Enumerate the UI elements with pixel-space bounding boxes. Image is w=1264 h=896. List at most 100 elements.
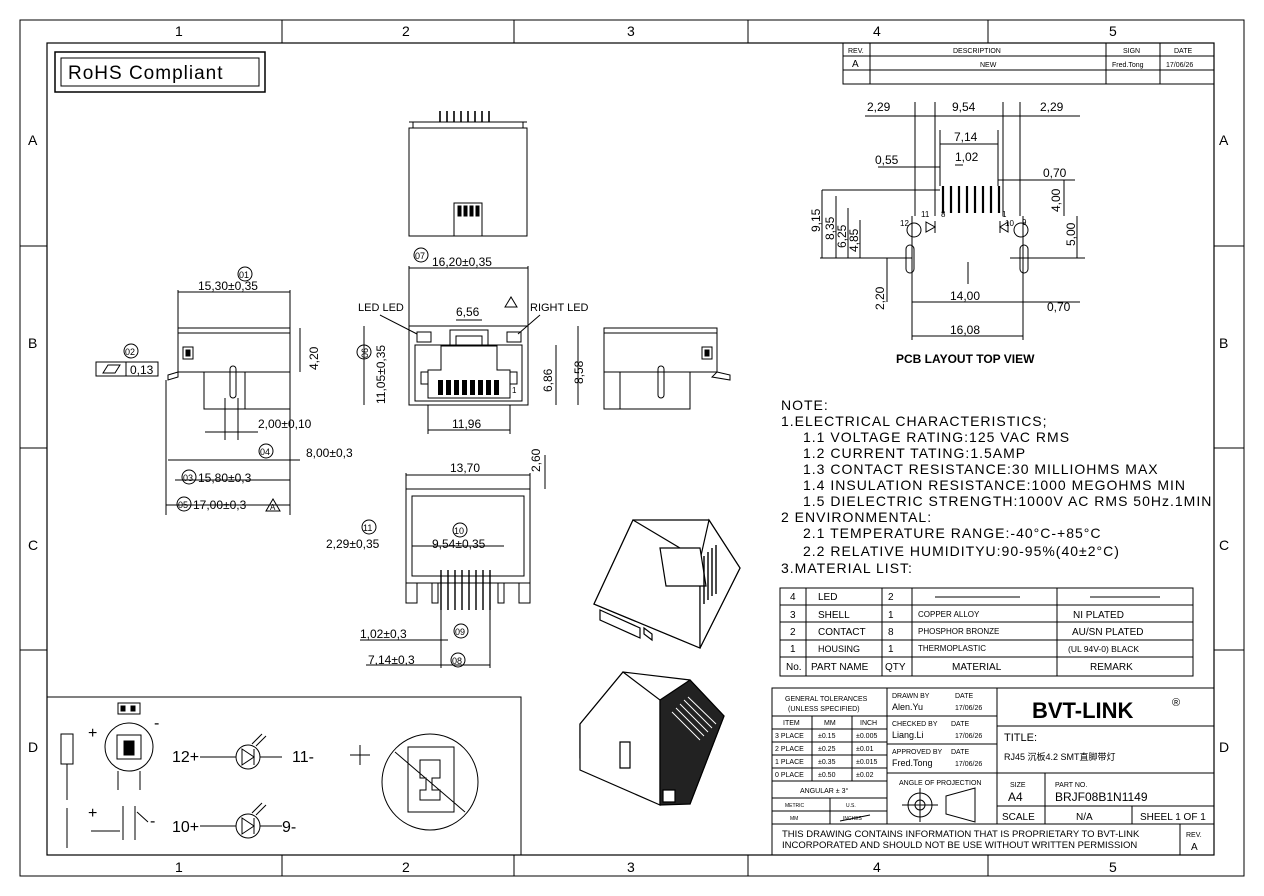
mat-row-4-material: THERMOPLASTIC bbox=[918, 644, 986, 653]
dim-15-30: 15,30±0,35 bbox=[198, 279, 258, 293]
unless-specified: (UNLESS SPECIFIED) bbox=[788, 706, 860, 713]
mat-header-qty: QTY bbox=[885, 662, 906, 673]
description-header: DESCRIPTION bbox=[953, 48, 1001, 55]
led-minus-bottom: - bbox=[150, 813, 155, 830]
mat-row-2-remark: NI PLATED bbox=[1073, 610, 1124, 621]
us-label: U.S. bbox=[846, 803, 856, 809]
drawn-date: 17/06/26 bbox=[955, 705, 982, 712]
mat-row-4-name: HOUSING bbox=[818, 644, 860, 654]
mat-row-2-qty: 1 bbox=[888, 610, 894, 621]
mat-row-3-material: PHOSPHOR BRONZE bbox=[918, 627, 999, 636]
material-table: 4 LED 2 3 SHELL 1 COPPER ALLOY NI PLATED… bbox=[779, 587, 1194, 677]
tol-row-4-item: 0 PLACE bbox=[775, 772, 804, 779]
dim-15-80: 15,80±0,3 bbox=[198, 471, 252, 485]
side-view-right bbox=[603, 327, 731, 410]
approved-date: 17/06/26 bbox=[955, 761, 982, 768]
pcb-pin-1: 1 bbox=[1002, 210, 1007, 219]
tol-row-1-mm: ±0.15 bbox=[818, 733, 836, 740]
note-line-1: 1.ELECTRICAL CHARACTERISTICS; bbox=[781, 413, 1048, 429]
scale-label: SCALE bbox=[1002, 812, 1035, 823]
dim-8-58: 8,58 bbox=[572, 360, 586, 384]
mat-row-3-qty: 8 bbox=[888, 627, 894, 638]
note-line-6: 1.5 DIELECTRIC STRENGTH:1000V AC RMS 50H… bbox=[803, 493, 1212, 509]
checked-by-name: Liang.Li bbox=[892, 730, 924, 740]
dim-11-05: 11,05±0,35 bbox=[374, 345, 388, 404]
registered-mark: ® bbox=[1172, 697, 1180, 709]
led-symbols-panel bbox=[46, 696, 522, 856]
pcb-pin-10: 10 bbox=[1005, 219, 1014, 228]
mat-row-2-name: SHELL bbox=[818, 610, 850, 621]
pcb-dim-7-14: 7,14 bbox=[954, 130, 978, 144]
zone-row-b-right: B bbox=[1219, 335, 1228, 351]
mat-row-1-no: 4 bbox=[790, 592, 796, 603]
mat-header-remark: REMARK bbox=[1090, 662, 1133, 673]
pcb-dim-9-15: 9,15 bbox=[809, 208, 823, 232]
mat-header-no: No. bbox=[786, 662, 802, 673]
tol-row-2-item: 2 PLACE bbox=[775, 746, 804, 753]
pcb-dim-0-70-bottom: 0,70 bbox=[1047, 300, 1071, 314]
pcb-pin-12: 12 bbox=[900, 219, 909, 228]
callout-05: 05 bbox=[178, 500, 188, 510]
title-block bbox=[771, 687, 1215, 856]
description-value: NEW bbox=[980, 62, 997, 69]
part-no-value: BRJF08B1N1149 bbox=[1055, 790, 1148, 804]
note-line-5: 1.4 INSULATION RESISTANCE:1000 MEGOHMS M… bbox=[803, 477, 1186, 493]
pcb-pin-11: 11 bbox=[921, 210, 930, 219]
dim-6-86: 6,86 bbox=[541, 368, 555, 392]
tol-header-mm: MM bbox=[824, 720, 836, 727]
scale-value: N/A bbox=[1076, 812, 1093, 823]
revision-table: REV. DESCRIPTION SIGN DATE A NEW Fred.To… bbox=[842, 42, 1215, 85]
part-no-label: PART NO. bbox=[1055, 782, 1087, 789]
zone-row-a-left: A bbox=[28, 132, 38, 148]
drawn-date-label: DATE bbox=[955, 693, 973, 700]
zone-col-2-bottom: 2 bbox=[402, 859, 410, 875]
drawn-by-label: DRAWN BY bbox=[892, 693, 930, 700]
zone-col-5-top: 5 bbox=[1109, 23, 1117, 39]
callout-08: 08 bbox=[452, 656, 462, 666]
sheet-value: SHEEL 1 OF 1 bbox=[1140, 812, 1206, 823]
mat-header-material: MATERIAL bbox=[952, 662, 1002, 673]
led-label-12: 12+ bbox=[172, 749, 199, 766]
zone-col-5-bottom: 5 bbox=[1109, 859, 1117, 875]
proprietary-line-2: INCORPORATED AND SHOULD NOT BE USE WITHO… bbox=[782, 840, 1137, 851]
pcb-dim-8-35: 8,35 bbox=[823, 216, 837, 240]
proprietary-line-1: THIS DRAWING CONTAINS INFORMATION THAT I… bbox=[782, 829, 1140, 840]
note-line-3: 1.2 CURRENT TATING:1.5AMP bbox=[803, 445, 1026, 461]
rohs-label: RoHS Compliant bbox=[54, 51, 266, 93]
zone-row-d-left: D bbox=[28, 739, 38, 755]
led-label-10: 10+ bbox=[172, 819, 199, 836]
sign-header: SIGN bbox=[1123, 48, 1140, 55]
callout-07: 07 bbox=[415, 251, 425, 261]
pcb-dim-2-29-right: 2,29 bbox=[1040, 100, 1064, 114]
approved-by-label: APPROVED BY bbox=[892, 749, 943, 756]
mat-row-1-name: LED bbox=[818, 592, 837, 603]
zone-row-d-right: D bbox=[1219, 739, 1229, 755]
mat-row-4-no: 1 bbox=[790, 644, 796, 655]
pcb-dim-2-20: 2,20 bbox=[873, 286, 887, 310]
notes: NOTE: 1.ELECTRICAL CHARACTERISTICS; 1.1 … bbox=[781, 397, 1212, 576]
mat-row-3-no: 2 bbox=[790, 627, 796, 638]
rev-value: A bbox=[1191, 842, 1198, 853]
led-plus-top: + bbox=[88, 725, 97, 742]
drawn-by-name: Alen.Yu bbox=[892, 702, 923, 712]
note-line-4: 1.3 CONTACT RESISTANCE:30 MILLIOHMS MAX bbox=[803, 461, 1159, 477]
led-minus-top: - bbox=[154, 715, 159, 732]
mat-row-1-qty: 2 bbox=[888, 592, 894, 603]
dim-6-56: 6,56 bbox=[456, 305, 480, 319]
note-line-9: 2.2 RELATIVE HUMIDITYU:90-95%(40±2°C) bbox=[803, 543, 1120, 559]
tol-row-3-inch: ±0.015 bbox=[856, 759, 877, 766]
rev-label: REV. bbox=[1186, 832, 1202, 839]
callout-11: 11 bbox=[363, 523, 372, 533]
title-value: RJ45 沉板4.2 SMT直脚带灯 bbox=[1004, 751, 1116, 762]
tol-row-3-item: 1 PLACE bbox=[775, 759, 804, 766]
mat-row-2-no: 3 bbox=[790, 610, 796, 621]
approved-date-label: DATE bbox=[951, 749, 969, 756]
dim-2-60: 2,60 bbox=[529, 448, 543, 472]
tol-row-1-inch: ±0.005 bbox=[856, 733, 877, 740]
dim-9-54: 9,54±0,35 bbox=[432, 537, 486, 551]
sign-value: Fred.Tong bbox=[1112, 62, 1144, 69]
tol-header-inch: INCH bbox=[860, 720, 877, 727]
callout-02: 02 bbox=[125, 347, 135, 357]
mm-label: MM bbox=[790, 816, 798, 822]
